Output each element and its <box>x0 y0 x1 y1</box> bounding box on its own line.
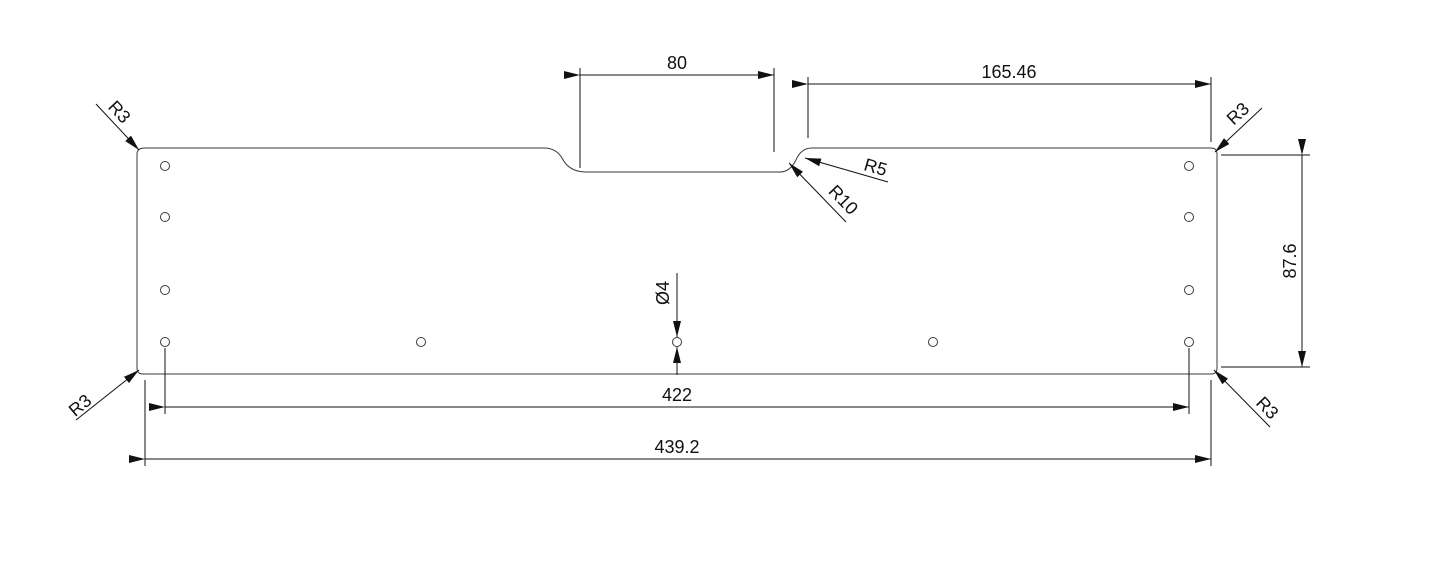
radius-notch-outer: R10 <box>788 162 862 223</box>
radius-label-bottom-left: R3 <box>65 390 95 420</box>
dim-notch-width: 80 <box>564 53 775 168</box>
dim-overall-width: 439.2 <box>129 380 1212 466</box>
radius-label-notch-inner: R5 <box>862 154 890 180</box>
radius-top-left: R3 <box>95 97 140 151</box>
hole <box>160 337 170 347</box>
hole <box>1184 285 1194 295</box>
mounting-holes <box>160 161 1194 347</box>
dim-label-overall-width: 439.2 <box>654 437 699 457</box>
dim-label-notch-width: 80 <box>667 53 687 73</box>
hole <box>928 337 938 347</box>
radius-bottom-right: R3 <box>1213 369 1283 428</box>
radius-label-top-left: R3 <box>104 97 134 127</box>
hole <box>160 212 170 222</box>
hole <box>160 161 170 171</box>
dim-height: 87.6 <box>1221 139 1310 368</box>
dim-hole-diameter: Ø4 <box>653 273 681 375</box>
dim-label-hole-spacing: 422 <box>662 385 692 405</box>
part-outline <box>136 147 1218 375</box>
dim-label-right-top-length: 165.46 <box>981 62 1036 82</box>
hole <box>416 337 426 347</box>
hole <box>1184 161 1194 171</box>
radius-notch-inner: R5 <box>804 154 890 183</box>
dim-right-top-length: 165.46 <box>792 62 1212 142</box>
hole <box>1184 212 1194 222</box>
radius-label-notch-outer: R10 <box>825 181 862 219</box>
hole <box>160 285 170 295</box>
radius-label-bottom-right: R3 <box>1252 393 1282 423</box>
radius-top-right: R3 <box>1214 98 1263 153</box>
dim-label-hole-diameter: Ø4 <box>653 281 673 305</box>
radius-bottom-left: R3 <box>65 369 140 420</box>
dim-label-height: 87.6 <box>1280 243 1300 278</box>
dim-hole-spacing: 422 <box>149 348 1190 414</box>
hole <box>672 337 682 347</box>
hole <box>1184 337 1194 347</box>
radius-label-top-right: R3 <box>1223 98 1253 128</box>
